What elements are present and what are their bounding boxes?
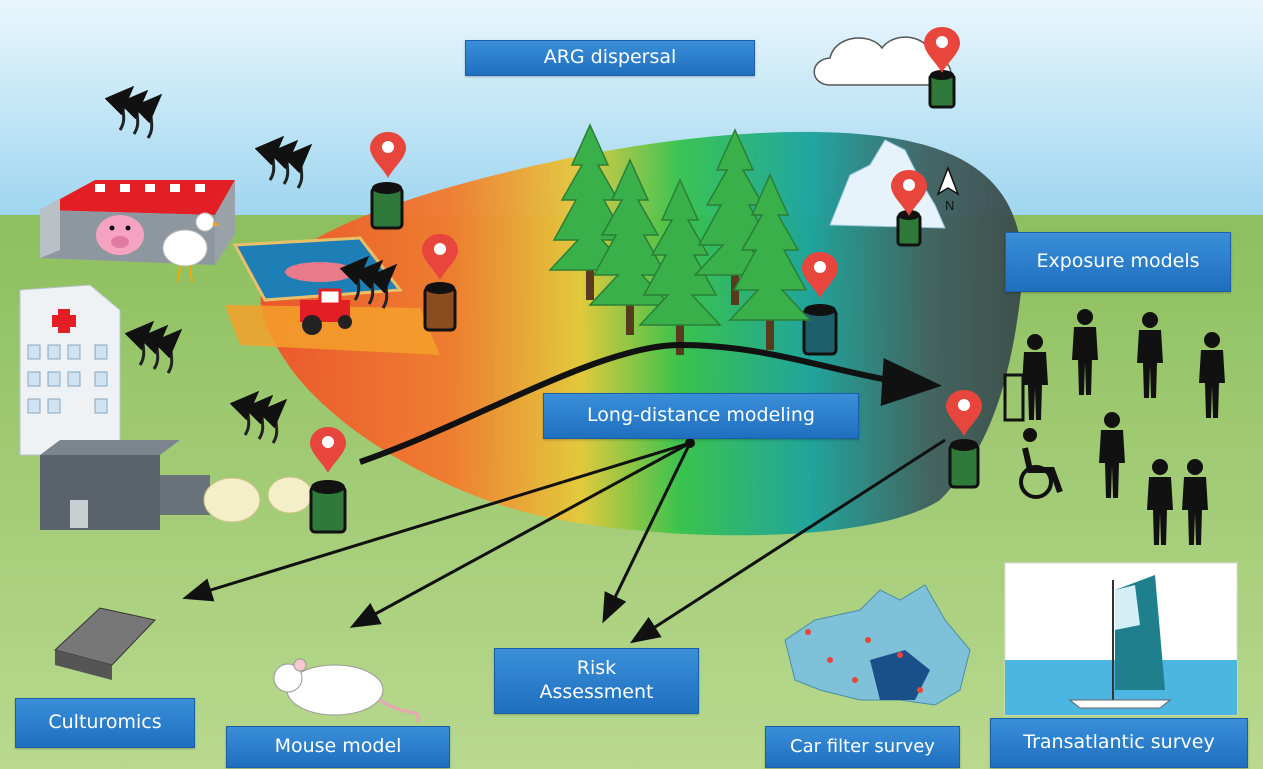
assessment-text: Assessment bbox=[539, 681, 654, 703]
canada-map-icon bbox=[784, 584, 971, 706]
transatlantic-survey-text: Transatlantic survey bbox=[1023, 731, 1215, 754]
sailboat-icon bbox=[1004, 562, 1238, 716]
arg-dispersal-text: ARG dispersal bbox=[543, 46, 677, 69]
culturomics-label: Culturomics bbox=[15, 698, 195, 748]
long-distance-modeling-text: Long-distance modeling bbox=[587, 404, 815, 427]
culturomics-text: Culturomics bbox=[48, 711, 162, 734]
mouse-model-text: Mouse model bbox=[274, 735, 402, 758]
arrow-to-risk bbox=[602, 442, 692, 624]
air-sampler-icon bbox=[948, 439, 980, 489]
air-sampler-icon bbox=[928, 70, 956, 109]
risk-text: Risk bbox=[576, 657, 617, 680]
pig-icon bbox=[96, 215, 144, 255]
arrow-to-risk-2 bbox=[629, 438, 946, 644]
air-sampler-icon bbox=[309, 480, 347, 534]
microplate-icon bbox=[53, 607, 156, 680]
mouse-icon bbox=[273, 658, 420, 723]
exposure-models-text: Exposure models bbox=[1036, 250, 1200, 273]
transatlantic-survey-label: Transatlantic survey bbox=[990, 718, 1248, 768]
chicken-icon bbox=[162, 206, 220, 283]
compass-north-label: N bbox=[945, 198, 954, 213]
air-sampler-icon bbox=[896, 210, 922, 247]
car-filter-survey-text: Car filter survey bbox=[790, 735, 935, 757]
long-distance-arrow bbox=[359, 341, 942, 465]
hospital-icon bbox=[19, 284, 121, 456]
air-sampler-icon bbox=[802, 304, 838, 356]
farm-barn-icon bbox=[40, 180, 235, 265]
wastewater-plant-icon bbox=[40, 440, 313, 530]
iceberg-icon bbox=[829, 139, 946, 229]
risk-assessment-label: Risk Assessment bbox=[494, 648, 699, 714]
arrow-origin bbox=[685, 438, 695, 448]
mouse-model-label: Mouse model bbox=[226, 726, 450, 768]
wheelchair-icon bbox=[1019, 428, 1063, 499]
air-sampler-icon bbox=[370, 182, 404, 230]
tractor-icon bbox=[300, 288, 352, 335]
arrow-to-mouse-model bbox=[349, 441, 691, 628]
arrow-to-culturomics bbox=[182, 441, 691, 602]
cloud-icon bbox=[813, 36, 952, 86]
exposure-models-label: Exposure models bbox=[1005, 232, 1231, 292]
compass-north-icon bbox=[936, 165, 960, 196]
field bbox=[225, 305, 440, 355]
long-distance-modeling-label: Long-distance modeling bbox=[543, 393, 859, 439]
people-icon bbox=[1003, 309, 1225, 545]
car-filter-survey-label: Car filter survey bbox=[765, 726, 960, 768]
arg-dispersal-label: ARG dispersal bbox=[465, 40, 755, 76]
air-sampler-icon bbox=[423, 282, 457, 332]
